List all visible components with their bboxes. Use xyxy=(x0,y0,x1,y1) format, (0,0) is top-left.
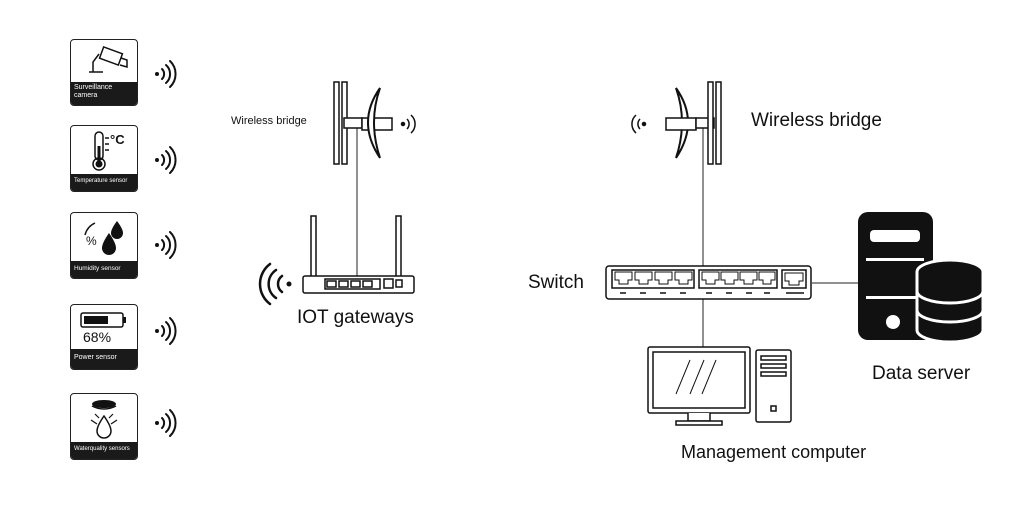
battery-percentage: 68% xyxy=(83,329,112,345)
right-bridge-label: Wireless bridge xyxy=(751,110,882,131)
humidity-icon: % xyxy=(71,213,137,261)
sensor-label: Surveillance camera xyxy=(71,82,137,105)
gateway-label: IOT gateways xyxy=(297,307,414,328)
thermometer-icon: °C xyxy=(71,126,137,174)
data-server-icon xyxy=(858,212,985,344)
iot-gateway-router-icon xyxy=(302,215,415,294)
camera-icon xyxy=(71,40,137,82)
left-bridge-label: Wireless bridge xyxy=(231,115,307,127)
humidity-sensor-card: % Humidity sensor xyxy=(70,212,138,279)
sensor-label: Humidity sensor xyxy=(71,261,137,278)
management-computer-icon xyxy=(647,346,792,426)
waterquality-sensor-card: Waterquality sensors xyxy=(70,393,138,460)
wifi-signal-icon xyxy=(155,60,177,437)
computer-label: Management computer xyxy=(681,442,867,462)
power-sensor-card: 68% Power sensor xyxy=(70,304,138,370)
sensor-label: Temperature sensor xyxy=(71,174,137,191)
sensor-label: Power sensor xyxy=(71,349,137,369)
server-label: Data server xyxy=(872,363,971,384)
sensor-label: Waterquality sensors xyxy=(71,442,137,459)
switch-label: Switch xyxy=(528,272,584,293)
water-quality-icon xyxy=(71,394,137,442)
network-switch-icon xyxy=(605,265,812,300)
surveillance-camera-card: Surveillance camera xyxy=(70,39,138,106)
temperature-unit: °C xyxy=(110,132,125,147)
battery-icon: 68% xyxy=(71,305,137,349)
gateway-wifi-signal-icon xyxy=(258,262,292,306)
temperature-sensor-card: °C Temperature sensor xyxy=(70,125,138,192)
humidity-symbol: % xyxy=(86,234,97,248)
left-wireless-bridge-icon xyxy=(333,81,416,165)
right-wireless-bridge-icon xyxy=(631,81,722,165)
